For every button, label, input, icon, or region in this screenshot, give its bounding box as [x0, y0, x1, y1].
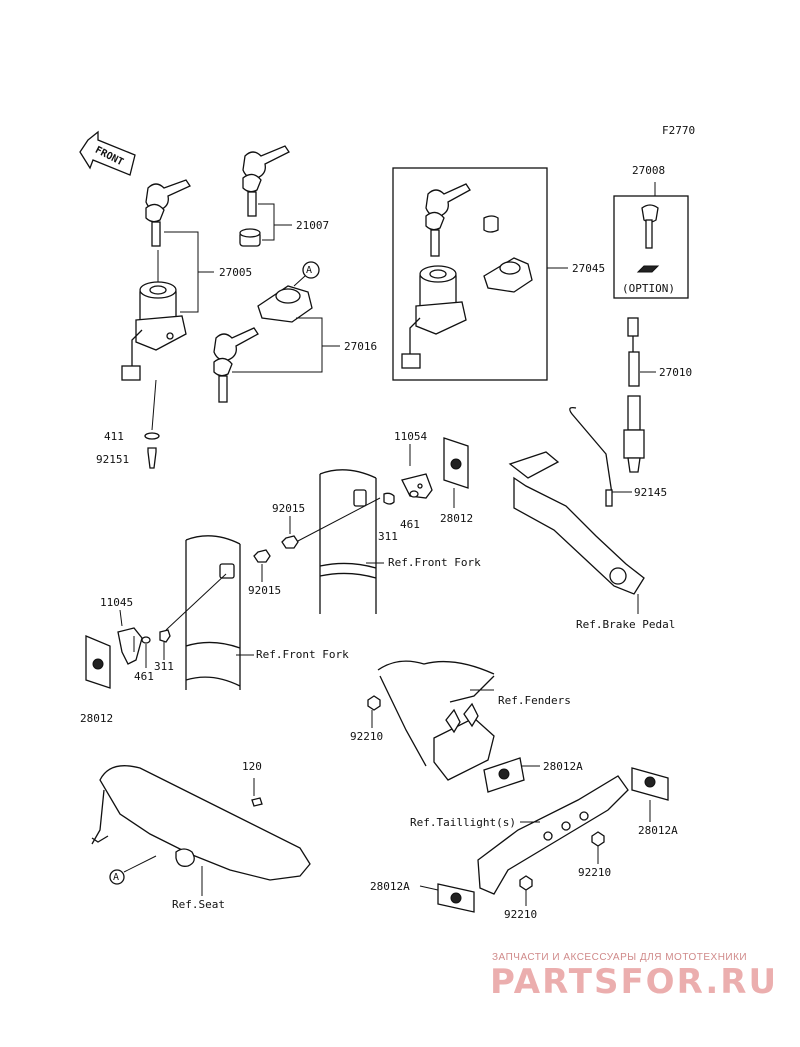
option-key-27008	[613, 182, 689, 299]
part-label-92210-fender: 92210	[350, 730, 384, 743]
part-label-92210-left: 92210	[504, 908, 538, 921]
ref-front-fork-left: Ref.Front Fork	[256, 648, 349, 661]
ref-fenders: Ref.Fenders	[498, 694, 571, 707]
part-label-92145: 92145	[634, 486, 668, 499]
figure-code: F2770	[662, 124, 696, 137]
part-label-311-right: 311	[378, 530, 398, 543]
front-arrow-icon	[79, 130, 136, 176]
part-label-461-right: 461	[400, 518, 420, 531]
seat-bracket	[91, 765, 311, 896]
part-label-28012-right: 28012	[440, 512, 474, 525]
part-label-92015-left: 92015	[248, 584, 282, 597]
part-label-28012A-fender: 28012A	[543, 760, 583, 773]
part-label-311-left: 311	[154, 660, 174, 673]
leader-27016	[232, 317, 340, 373]
part-label-27005: 27005	[219, 266, 253, 279]
ref-taillight: Ref.Taillight(s)	[410, 816, 516, 829]
ref-brake-pedal: Ref.Brake Pedal	[576, 618, 676, 631]
front-fork-left	[185, 535, 241, 690]
part-label-27045: 27045	[572, 262, 606, 275]
part-label-27016: 27016	[344, 340, 378, 353]
reflector-28012-right	[450, 458, 462, 470]
key-set-21007	[239, 145, 290, 247]
part-label-28012A-left: 28012A	[370, 880, 410, 893]
front-fork-right	[319, 469, 377, 614]
part-label-120: 120	[242, 760, 262, 773]
nut-92015-left	[253, 549, 271, 582]
watermark-logo: PARTSFOR.RU	[490, 962, 779, 1002]
bracket-11045	[85, 573, 227, 689]
seat-lock-27016	[213, 261, 320, 403]
callout-a-seat: A	[113, 872, 120, 883]
part-label-27010: 27010	[659, 366, 693, 379]
part-label-411: 411	[104, 430, 124, 443]
part-label-28012A-right: 28012A	[638, 824, 678, 837]
watermark-tagline: ЗАПЧАСТИ И АКСЕССУАРЫ ДЛЯ МОТОТЕХНИКИ	[492, 952, 748, 963]
part-label-27008: 27008	[632, 164, 666, 177]
fender-bracket	[367, 660, 540, 793]
callout-a-top: A	[306, 265, 313, 276]
switch-27010	[623, 317, 645, 473]
bracket-11054	[295, 437, 469, 543]
part-label-21007: 21007	[296, 219, 330, 232]
brake-pedal	[508, 406, 645, 595]
part-label-92015-right: 92015	[272, 502, 306, 515]
option-label: (OPTION)	[622, 282, 675, 295]
lock-set-27045	[392, 167, 548, 381]
ref-seat: Ref.Seat	[172, 898, 225, 911]
part-label-92151: 92151	[96, 453, 130, 466]
part-label-11045: 11045	[100, 596, 134, 609]
part-label-11054: 11054	[394, 430, 428, 443]
leader-21007	[258, 203, 292, 241]
part-label-461-left: 461	[134, 670, 154, 683]
ignition-switch-27005	[121, 179, 191, 469]
nut-92015-right	[281, 516, 299, 549]
part-label-28012-left: 28012	[80, 712, 114, 725]
leader-27005	[164, 231, 214, 313]
part-label-92210-right: 92210	[578, 866, 612, 879]
ref-front-fork-right: Ref.Front Fork	[388, 556, 481, 569]
taillight-bracket	[419, 767, 669, 913]
